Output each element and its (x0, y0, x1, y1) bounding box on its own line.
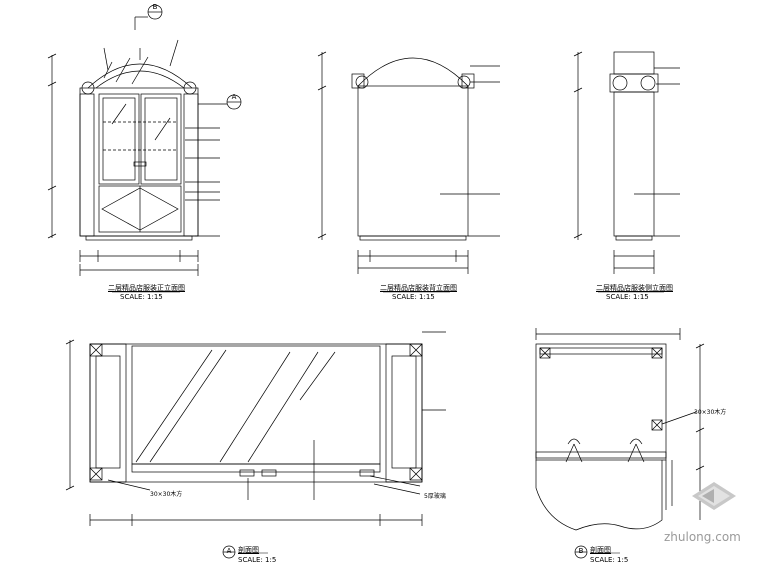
front-elevation (47, 4, 242, 293)
side-title: 二层精品店服装侧立面图 (596, 284, 673, 292)
section-b-hanger-right (627, 438, 645, 463)
front-title: 二层精品店服装正立面图 (108, 284, 185, 292)
front-scale: SCALE: 1:15 (120, 293, 163, 301)
front-door-left (98, 93, 140, 185)
front-lower-diamond (101, 187, 179, 231)
section-b (535, 328, 705, 559)
section-a-title: 剖面图 (238, 546, 259, 554)
front-door-right (140, 93, 182, 185)
side-cabinet-body (613, 91, 655, 237)
side-scale: SCALE: 1:15 (606, 293, 649, 301)
section-a-tag-label: A (226, 547, 232, 555)
section-b-frame (535, 343, 667, 459)
section-a-member-note: 30×30木方 (150, 491, 183, 498)
side-elevation (573, 51, 680, 293)
section-b-hanger-left (565, 438, 583, 463)
back-arch (357, 57, 469, 87)
section-b-scale: SCALE: 1:5 (590, 556, 629, 564)
watermark-text: zhulong.com (664, 530, 741, 544)
section-b-break (535, 460, 663, 531)
marker-b-label: B (152, 3, 158, 11)
section-b-tag-label: B (578, 547, 584, 555)
section-b-title: 剖面图 (590, 546, 611, 554)
back-scale: SCALE: 1:15 (392, 293, 435, 301)
back-elevation (317, 51, 500, 293)
back-cabinet-body (357, 85, 469, 237)
back-title: 二层精品店服装背立面图 (380, 284, 457, 292)
watermark-logo (692, 482, 736, 510)
section-a-scale: SCALE: 1:5 (238, 556, 277, 564)
front-arch (87, 63, 193, 89)
section-a-glass-note: 5厚玻璃 (424, 493, 446, 500)
section-b-member-note: 30×30木方 (694, 409, 727, 416)
section-a-frame (89, 343, 423, 483)
section-a (65, 331, 446, 559)
marker-a-label: A (231, 93, 237, 101)
